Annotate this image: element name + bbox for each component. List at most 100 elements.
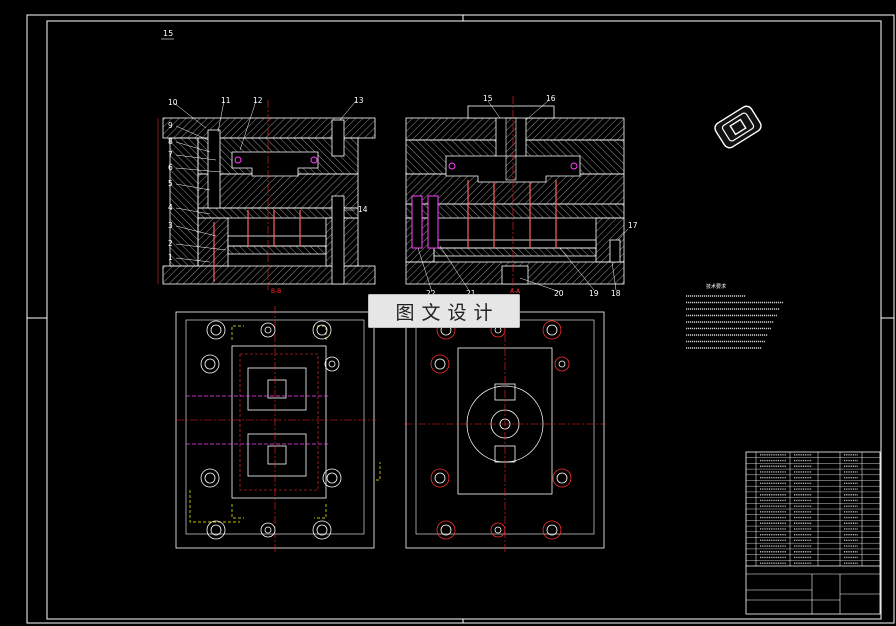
bolt-hole-inner [328,360,336,368]
bolt-hole [490,522,506,538]
part-label: 7 [168,150,173,159]
part-label: 10 [168,98,178,107]
watermark-text: 图文设计 [395,301,500,324]
bolt-hole [324,356,340,372]
cooling-hole [310,156,318,164]
part-label: 18 [611,289,621,298]
section-label: A-A [510,288,521,295]
plan-holes [200,320,572,540]
cavity-insert [247,433,307,477]
part-label: 8 [168,137,173,146]
bolt-hole-inner [546,324,558,336]
cooling-hole [448,162,456,170]
locating-ring [467,105,555,119]
bolt-hole [542,320,562,340]
part-label: 5 [168,179,173,188]
inner-border [46,20,882,620]
support-plate [405,203,625,219]
bolt-hole-inner [264,326,272,334]
part-3d-thumbnail [714,105,762,149]
ejector-rod [501,265,529,285]
right-plan-view [404,306,606,552]
part-label: 13 [354,96,364,105]
bolt-hole [436,520,456,540]
part-label: 11 [221,96,231,105]
bolt-hole-inner [316,324,328,336]
plan-cavity-area [231,345,327,499]
bolt-hole [206,320,226,340]
left-section-view [157,100,376,290]
cooling-hole [570,162,578,170]
watermark-banner: 图文设计 [368,294,520,328]
part-label: 17 [628,221,638,230]
ejector-plate [433,239,597,249]
section-label: B-B [271,288,281,295]
part-label: 4 [168,203,173,212]
bolt-hole [552,468,572,488]
moving-plate [197,173,359,209]
part-label: 21 [466,289,476,298]
bolt-hole-inner [434,472,446,484]
bolt-hole [430,468,450,488]
bolt-hole [554,356,570,372]
part-label: 16 [546,94,556,103]
bolt-hole-inner [546,524,558,536]
part-label: 3 [168,221,173,230]
technical-notes [686,295,783,349]
cavity-pocket [267,445,287,465]
notes-title: 技术要求 [706,283,726,290]
part-label: 22 [426,289,436,298]
right-section-view [405,96,629,293]
bolt-hole-inner [264,526,272,534]
bom-table [745,451,881,615]
plan-cavity-area [239,353,319,491]
bolt-hole-inner [558,360,566,368]
spacer-block [197,217,229,267]
part-label: 9 [168,121,173,130]
bolt-hole-inner [204,358,216,370]
bolt-hole [260,522,276,538]
part-label: 6 [168,163,173,172]
bolt-hole-inner [210,324,222,336]
bolt-hole [322,468,342,488]
bolt-hole-inner [494,526,502,534]
bolt-hole-inner [316,524,328,536]
return-pin [331,195,345,285]
ejector-plate [433,247,597,257]
part-label: 2 [168,239,173,248]
part-label: 19 [589,289,599,298]
parting-line [189,325,381,523]
bolt-hole-inner [204,472,216,484]
guide-bushing [207,129,221,209]
part-label: 14 [358,205,368,214]
part-label: 12 [253,96,263,105]
part-label: 15 [483,94,493,103]
bolt-hole-inner [556,472,568,484]
bolt-hole [312,520,332,540]
bolt-hole-inner [326,472,338,484]
cavity-pocket [267,379,287,399]
sprue-channel [505,117,517,181]
bolt-hole [200,468,220,488]
bolt-hole [430,354,450,374]
bolt-hole [260,322,276,338]
left-plan-view [175,306,381,552]
outer-border [26,14,895,624]
bolt-hole-inner [440,524,452,536]
bolt-hole [312,320,332,340]
bottom-clamp-plate [162,265,376,285]
guide-pillar [411,195,423,249]
part-label: 20 [554,289,564,298]
sheet-number: 15 [163,29,173,38]
stop-pin [609,239,621,263]
bolt-hole-inner [434,358,446,370]
bolt-hole-inner [210,524,222,536]
guide-bushing [331,119,345,157]
bolt-hole [206,520,226,540]
ejector-plate [227,235,327,247]
cavity-outline [231,151,319,177]
side-slab [169,137,199,267]
ejector-plate [227,245,327,255]
bolt-hole [200,354,220,374]
